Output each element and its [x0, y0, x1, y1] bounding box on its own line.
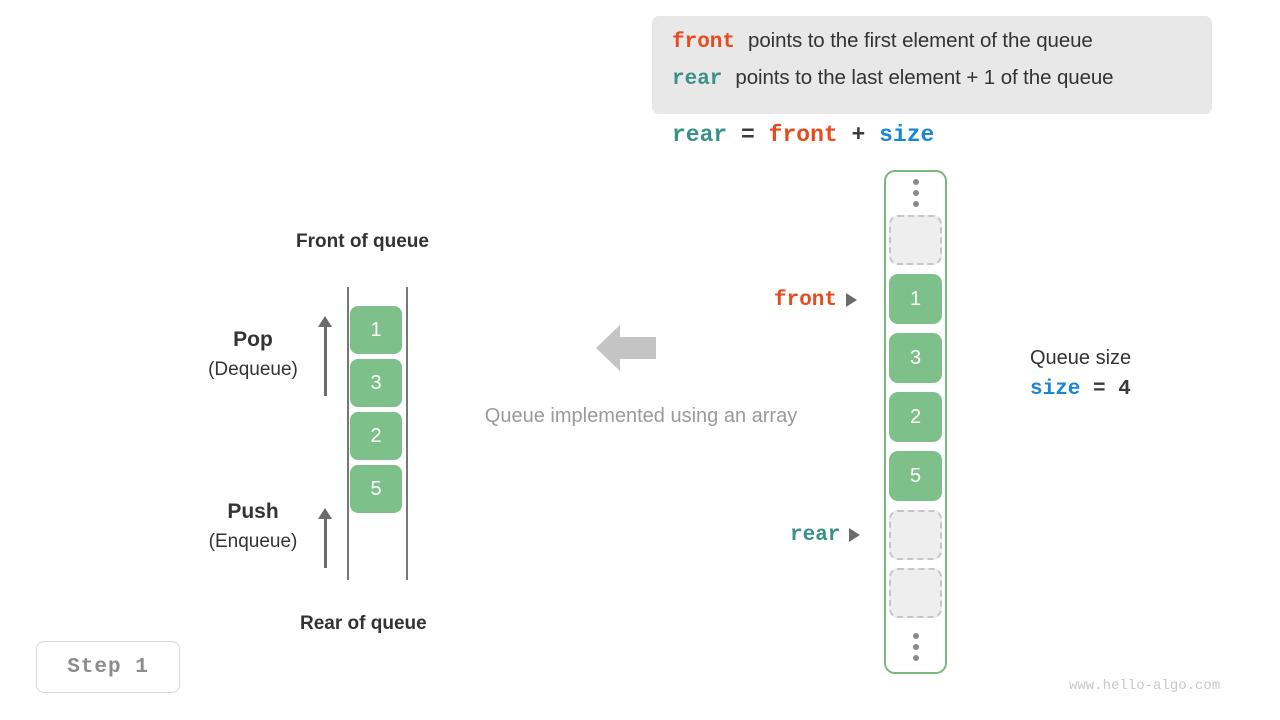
- array-cell-filled: 2: [889, 392, 942, 442]
- vertical-ellipsis-icon-top: [889, 175, 942, 211]
- dot: [912, 633, 919, 639]
- dot: [912, 190, 919, 196]
- formula-rear: rear: [672, 122, 728, 148]
- array-cell-empty: [889, 568, 942, 618]
- legend-text-front: points to the first element of the queue: [748, 29, 1093, 52]
- formula-equals: =: [741, 122, 755, 148]
- size-value: 4: [1118, 378, 1131, 401]
- watermark: www.hello-algo.com: [1069, 678, 1221, 694]
- formula-rear-equals-front-plus-size: rear = front + size: [672, 120, 934, 150]
- center-caption: Queue implemented using an array: [484, 405, 798, 427]
- dot: [912, 201, 919, 207]
- legend-text-rear: points to the last element + 1 of the qu…: [735, 66, 1114, 89]
- queue-size-expression: size = 4: [1030, 374, 1131, 405]
- size-keyword: size: [1030, 378, 1081, 401]
- push-label: Push (Enqueue): [178, 497, 328, 557]
- pointer-front-label: front: [774, 288, 838, 312]
- left-arrow-icon: [596, 325, 656, 371]
- dot: [912, 179, 919, 185]
- array-cell-filled: 1: [889, 274, 942, 324]
- vertical-ellipsis-icon-bottom: [889, 629, 942, 665]
- push-label-title: Push: [227, 500, 279, 523]
- formula-size: size: [879, 122, 935, 148]
- push-label-subtitle: (Enqueue): [208, 531, 298, 552]
- legend-line-front: front points to the first element of the…: [672, 29, 1212, 66]
- legend-keyword-front: front: [672, 31, 736, 54]
- pop-up-arrow-icon: [318, 316, 332, 396]
- formula-plus: +: [851, 122, 866, 148]
- push-up-arrow-icon: [318, 508, 332, 568]
- pop-label: Pop (Dequeue): [178, 325, 328, 385]
- queue-rail-right: [406, 287, 408, 580]
- left-queue-title-rear: Rear of queue: [300, 613, 427, 634]
- pop-label-title: Pop: [233, 328, 273, 351]
- array-cell-empty: [889, 510, 942, 560]
- pop-label-subtitle: (Dequeue): [208, 359, 298, 380]
- left-queue-title-front: Front of queue: [296, 231, 429, 252]
- pointer-rear-label: rear: [790, 523, 841, 547]
- array-cell-empty: [889, 215, 942, 265]
- queue-size-info: Queue size size = 4: [1030, 343, 1131, 405]
- array-container: [884, 170, 947, 674]
- array-cell-filled: 5: [889, 451, 942, 501]
- pointer-arrow-icon: [849, 528, 861, 542]
- size-equals: =: [1093, 378, 1106, 401]
- arrow-shaft: [324, 325, 327, 396]
- queue-cell: 1: [350, 306, 402, 354]
- legend-keyword-rear: rear: [672, 68, 723, 91]
- pointer-arrow-icon: [846, 293, 858, 307]
- arrow-shaft: [324, 517, 327, 568]
- queue-cell: 5: [350, 465, 402, 513]
- dot: [912, 644, 919, 650]
- legend-line-rear: rear points to the last element + 1 of t…: [672, 66, 1212, 103]
- arrow-head: [318, 316, 332, 327]
- queue-rail-left: [347, 287, 349, 580]
- queue-size-title: Queue size: [1030, 347, 1132, 369]
- legend-box: front points to the first element of the…: [652, 16, 1212, 114]
- formula-front: front: [768, 122, 838, 148]
- dot: [912, 655, 919, 661]
- queue-cell: 3: [350, 359, 402, 407]
- pointer-front: front: [774, 288, 858, 312]
- arrow-head: [318, 508, 332, 519]
- array-cell-filled: 3: [889, 333, 942, 383]
- pointer-rear: rear: [790, 523, 861, 547]
- step-badge: Step 1: [36, 641, 180, 693]
- queue-cell: 2: [350, 412, 402, 460]
